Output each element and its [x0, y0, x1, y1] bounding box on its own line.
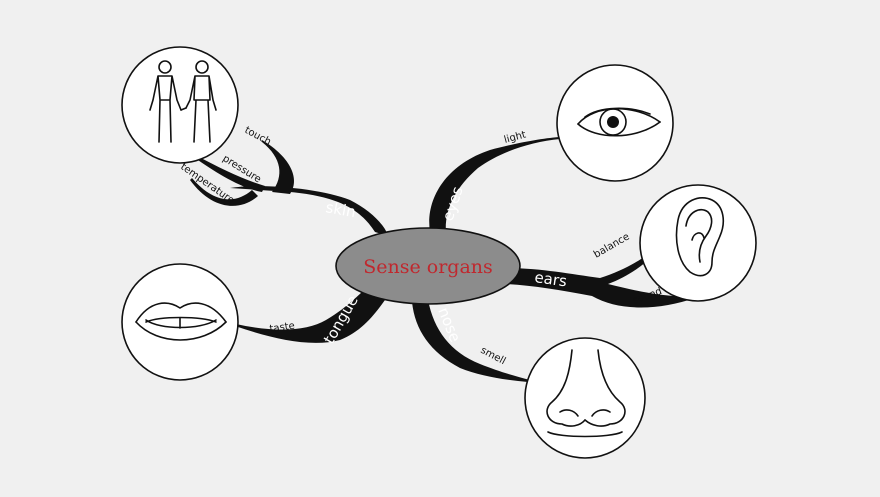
pressure-branch — [195, 156, 265, 192]
eyes-circle — [556, 64, 674, 182]
ears-circle — [639, 184, 757, 302]
tongue-branch — [235, 284, 392, 343]
ears-label: ears — [533, 268, 568, 290]
skin-circle — [121, 46, 239, 164]
eyes-branch — [429, 137, 560, 234]
eye-icon — [577, 107, 661, 137]
balance-label: balance — [592, 231, 632, 260]
touch-label: touch — [243, 125, 273, 148]
human-figures-icon — [149, 60, 217, 143]
mouth-icon — [135, 302, 227, 341]
tongue-circle — [121, 263, 239, 381]
nose-circle — [524, 337, 646, 459]
nose-icon — [546, 349, 626, 438]
touch-branch — [262, 140, 295, 194]
smell-label: smell — [479, 345, 508, 367]
temperature-label: temperature — [178, 161, 236, 206]
skin-branch — [230, 186, 388, 236]
nose-branch — [412, 300, 530, 382]
center-node — [335, 227, 521, 305]
ear-icon — [675, 196, 725, 277]
temperature-branch — [190, 178, 258, 206]
skin-label: skin — [324, 198, 357, 221]
center-label: Sense organs — [363, 256, 493, 278]
taste-label: taste — [269, 321, 296, 335]
